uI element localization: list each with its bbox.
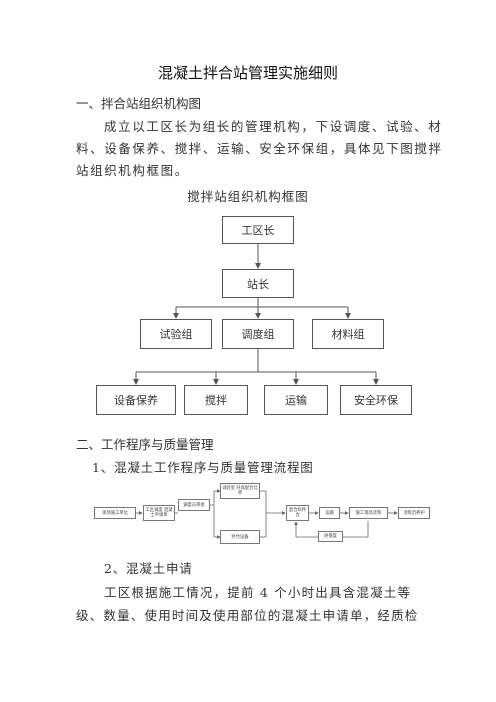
section2-subheading-2: 2、混凝土申请 [104,561,193,576]
org-node-section-chief: 工区长 [222,216,294,244]
section1-heading: 一、拌合站组织机构图 [76,96,202,111]
flow-node-transport: 运输 [319,507,340,519]
org-node-dispatch-group: 调度组 [222,319,294,349]
section1-paragraph-line2: 料、设备保养、搅拌、运输、安全环保组，具体见下图搅拌 [76,141,443,156]
flow-node-curing: 浇筑后养护 [398,507,430,519]
flow-node-site-unit: 现场施工单位 [94,507,136,519]
section1-paragraph-line3: 站组织机构框图。 [76,163,189,178]
flow-node-slump: 坍落度 [318,531,343,542]
flow-node-lab-mix-ratio: 试验室 开具配合比单 [220,483,260,499]
page-title: 混凝土拌合站管理实施细则 [157,64,338,82]
org-node-safety-environment: 安全环保 [340,385,412,415]
section2-paragraph-line2: 级、数量、使用时间及使用部位的混凝土申请单，经质检 [76,608,419,623]
org-node-test-group: 试验组 [140,319,212,349]
org-node-mixing: 搅拌 [184,385,248,415]
org-chart-title: 搅拌站组织机构框图 [187,189,309,204]
section1-paragraph-line1: 成立以工区长为组长的管理机构，下设调度、试验、材 [104,119,443,134]
section2-paragraph-line1: 工区根据施工情况，提前 4 个小时出具含混凝土等 [104,585,412,600]
org-node-equipment-maintenance: 设备保养 [96,385,176,415]
org-node-transport: 运输 [264,385,328,415]
org-node-material-group: 材料组 [312,319,384,349]
section2-heading: 二、工作程序与质量管理 [76,437,214,452]
flow-node-dispatcher-approval: 调度员审批 [178,499,210,511]
flow-node-work-area-dispatch: 工区调度 混凝土申请单 [143,505,175,521]
section2-subheading-1: 1、混凝土工作程序与质量管理流程图 [92,460,314,475]
org-node-station-head: 站长 [222,269,294,298]
flow-node-mixture-mixing: 混合料拌合 [286,505,309,521]
flow-node-site-pouring: 施工现场浇筑 [349,507,388,519]
flow-node-mixing-equipment: 拌合设备 [220,530,260,544]
